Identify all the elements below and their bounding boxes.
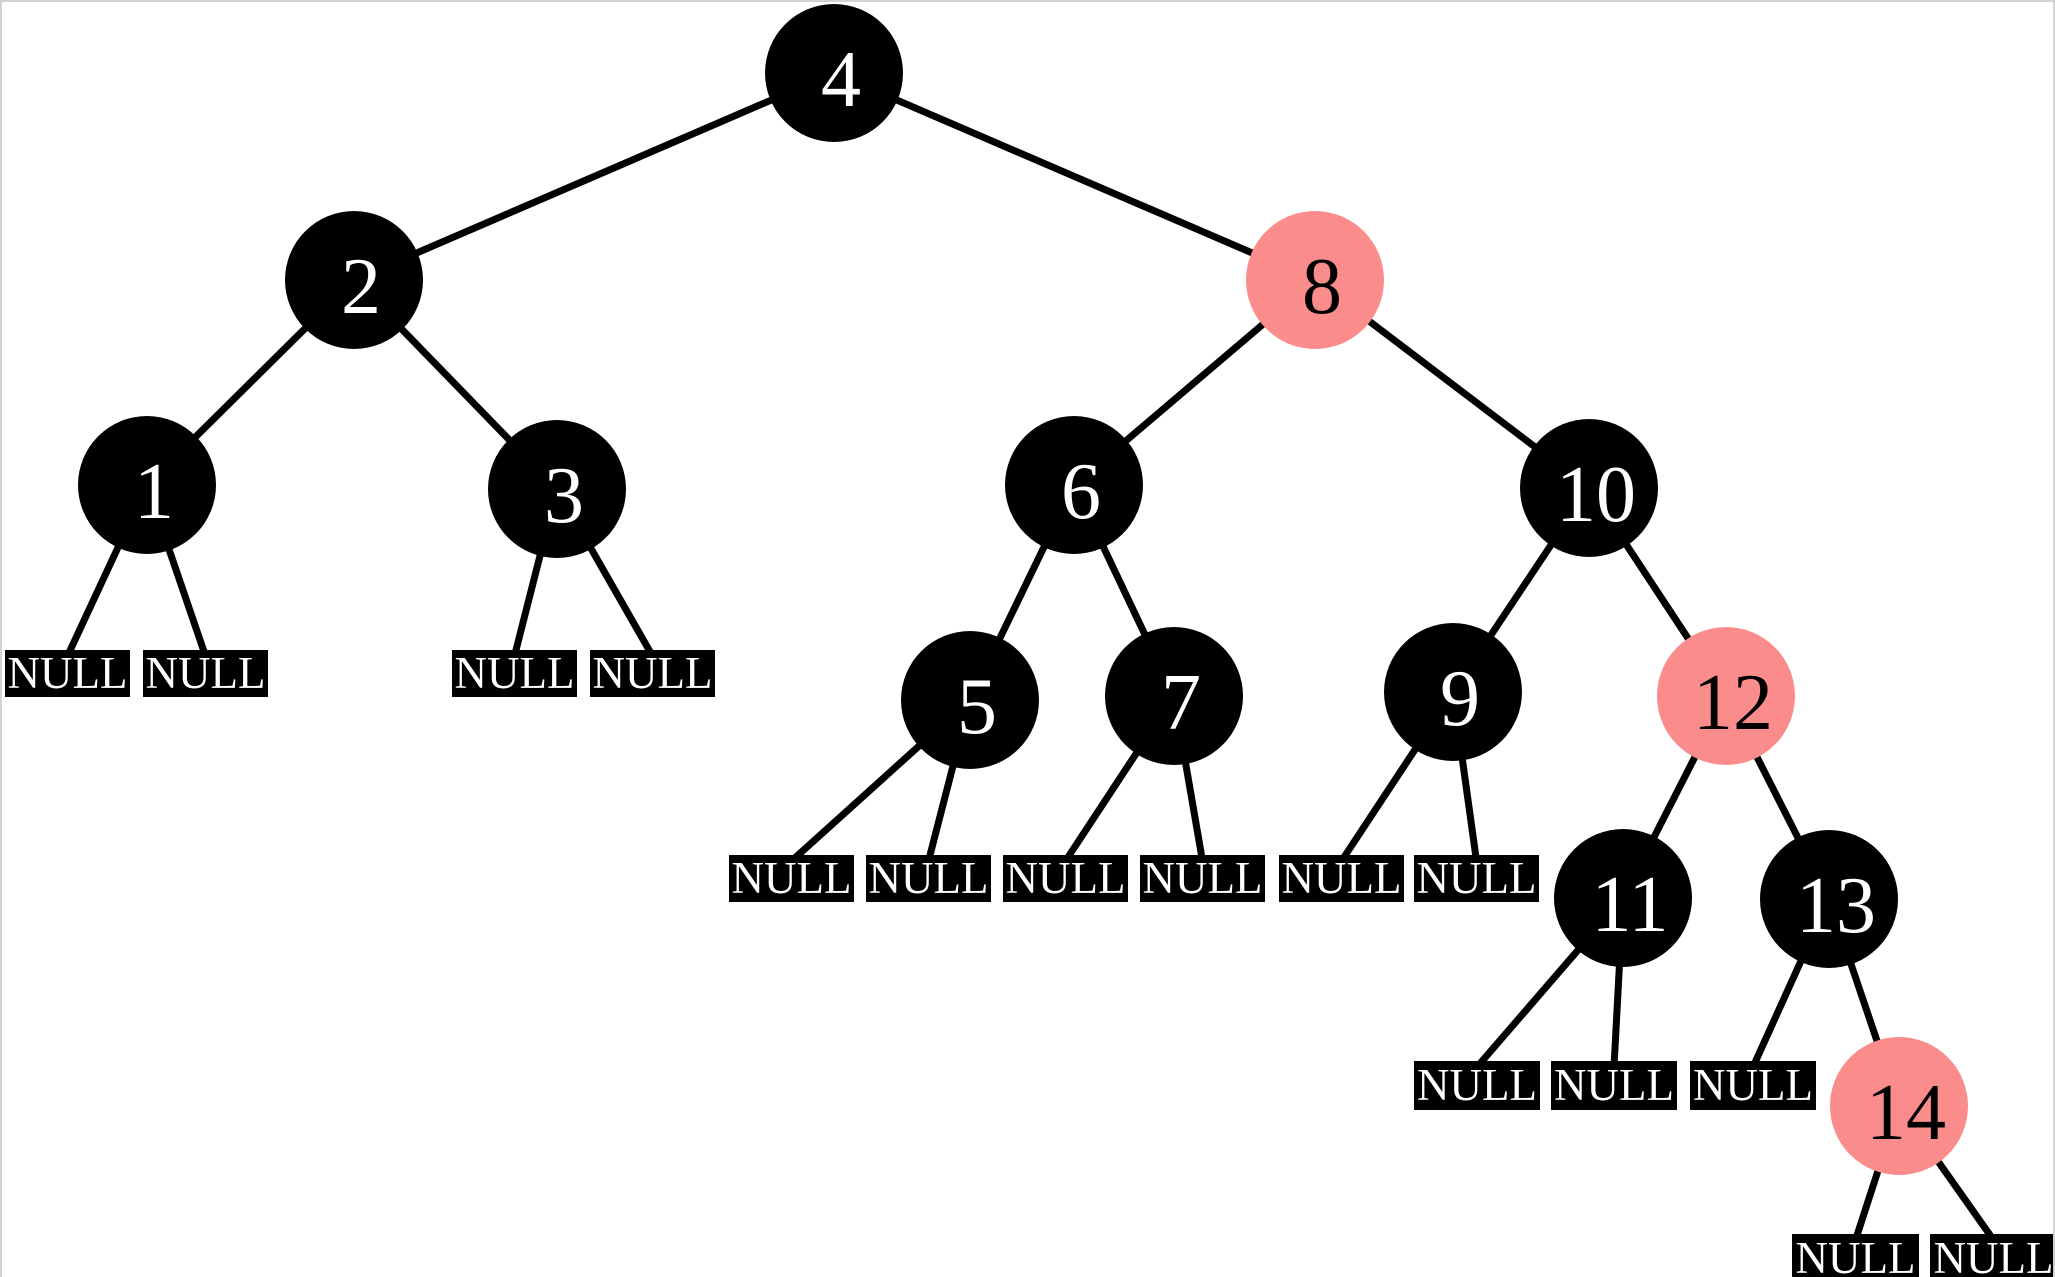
null-leaf: NULL [452,650,577,697]
tree-node-2: 2 [285,211,423,349]
null-leaf-label: NULL [1005,853,1126,903]
null-leaf-label: NULL [1142,853,1263,903]
null-leaf-label: NULL [454,648,575,698]
tree-edge [352,69,836,284]
null-leaf-label: NULL [868,853,989,903]
null-leaf-label: NULL [1933,1232,2054,1277]
null-leaf: NULL [729,855,854,902]
tree-node-5: 5 [901,631,1039,769]
null-leaf-label: NULL [1281,853,1402,903]
null-leaf-label: NULL [7,648,128,698]
tree-node-label: 4 [821,36,861,124]
null-leaf: NULL [1003,855,1128,902]
tree-node-label: 9 [1440,655,1480,743]
tree-node-label: 2 [341,243,381,331]
tree-node-label: 11 [1591,861,1669,949]
tree-node-label: 7 [1161,659,1201,747]
tree-node-label: 13 [1796,862,1876,950]
null-leaf-label: NULL [1416,853,1537,903]
tree-node-label: 1 [134,448,174,536]
null-leaf: NULL [1279,855,1404,902]
null-leaf: NULL [1930,1232,2054,1277]
tree-node-label: 14 [1866,1069,1946,1157]
null-leaf: NULL [1140,855,1265,902]
tree-node-11: 11 [1554,829,1692,967]
null-leaf-label: NULL [592,648,713,698]
tree-node-12: 12 [1657,627,1795,765]
tree-node-6: 6 [1005,416,1143,554]
null-leaf: NULL [1551,1061,1677,1110]
null-leaf-label: NULL [731,853,852,903]
null-leaf-label: NULL [1417,1060,1537,1110]
null-leaf: NULL [1690,1061,1816,1110]
null-leaf: NULL [143,650,268,697]
tree-edge [832,69,1317,284]
tree-node-4: 4 [765,4,903,142]
tree-node-13: 13 [1760,830,1898,968]
null-leaf: NULL [866,855,991,902]
tree-node-label: 3 [544,452,584,540]
tree-node-label: 8 [1302,243,1342,331]
tree-node-3: 3 [488,420,626,558]
tree-node-14: 14 [1830,1037,1968,1175]
null-leaf: NULL [1414,855,1539,902]
null-leaf-label: NULL [1795,1232,1916,1277]
null-leaf: NULL [5,650,130,697]
null-leaf-label: NULL [145,648,266,698]
tree-node-10: 10 [1520,419,1658,557]
tree-node-8: 8 [1246,211,1384,349]
tree-node-label: 5 [957,663,997,751]
tree-node-label: 12 [1693,659,1773,747]
tree-node-label: 10 [1556,451,1636,539]
null-leaf: NULL [1414,1061,1540,1110]
tree-node-1: 1 [78,416,216,554]
null-leaf-label: NULL [1554,1060,1674,1110]
null-leaf-label: NULL [1693,1060,1813,1110]
tree-node-label: 6 [1061,448,1101,536]
null-leaf: NULL [590,650,715,697]
tree-node-7: 7 [1105,627,1243,765]
tree-node-9: 9 [1384,623,1522,761]
null-leaf: NULL [1792,1234,1919,1277]
